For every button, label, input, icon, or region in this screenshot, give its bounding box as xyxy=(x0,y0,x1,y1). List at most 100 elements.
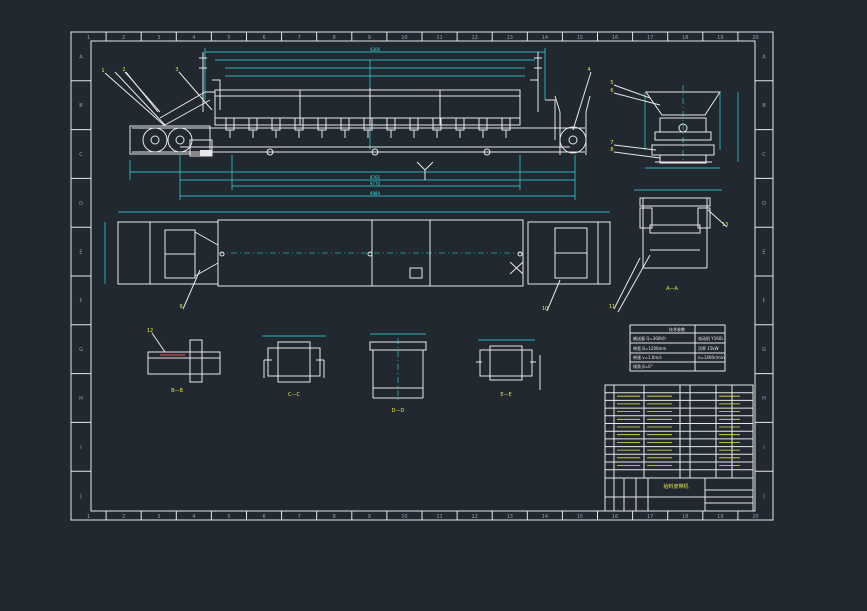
tech-row-label: 输送量 Q=300t/h xyxy=(633,335,666,341)
view-label-b-b: B—B xyxy=(171,388,183,394)
zone-col-9: 9 xyxy=(368,35,371,41)
zone-col-8: 8 xyxy=(333,35,336,41)
center-arrow-icon xyxy=(416,161,434,180)
zone-row-right-H: H xyxy=(762,396,766,402)
tech-table-title: 技术参数 xyxy=(669,326,685,332)
balloon-2: 2 xyxy=(122,67,125,73)
inner-frame xyxy=(90,40,756,512)
tech-row-value: 电动机 Y160L xyxy=(698,335,724,341)
detail-d-d: D—D xyxy=(369,333,427,414)
zone-col-bottom-11: 11 xyxy=(436,514,442,520)
zone-col-14: 14 xyxy=(542,35,548,41)
zone-col-bottom-2: 2 xyxy=(122,514,125,520)
view-label-d-d: D—D xyxy=(392,408,405,414)
balloon-8: 8 xyxy=(610,147,613,153)
zone-row-right-I: I xyxy=(763,445,764,451)
view-label-a-a: A—A xyxy=(666,286,678,292)
zone-col-bottom-17: 17 xyxy=(647,514,653,520)
balloon-3: 3 xyxy=(175,67,178,73)
zone-col-bottom-19: 19 xyxy=(717,514,723,520)
dimension-top-span: 4200 xyxy=(370,47,381,52)
zone-row-D: D xyxy=(79,201,83,207)
dimension-lower-1: 8765 xyxy=(370,175,381,180)
balloon-13: 13 xyxy=(722,222,728,228)
side-section-view xyxy=(644,85,739,169)
zone-row-E: E xyxy=(79,250,82,256)
front-elevation-view: 4200 xyxy=(114,47,591,200)
zone-row-H: H xyxy=(79,396,83,402)
zone-ticks xyxy=(71,32,773,520)
zone-row-A: A xyxy=(79,54,83,60)
balloon-5: 5 xyxy=(610,80,613,86)
zone-row-I: I xyxy=(80,445,81,451)
tech-row-label: 倾角 β=0° xyxy=(633,363,653,369)
a-a-section: A—A xyxy=(617,189,722,313)
zone-row-G: G xyxy=(79,347,83,353)
zone-col-17: 17 xyxy=(647,35,653,41)
zone-row-right-F: F xyxy=(763,298,766,304)
zone-row-right-G: G xyxy=(762,347,766,353)
zone-col-11: 11 xyxy=(436,35,442,41)
detail-e-e: E—E xyxy=(476,339,541,398)
tech-row-value: n=1460r/min xyxy=(698,355,725,360)
zone-row-right-D: D xyxy=(762,201,766,207)
zone-row-right-B: B xyxy=(762,103,766,109)
zone-col-bottom-4: 4 xyxy=(192,514,195,520)
dimension-lower-2: 9770 xyxy=(370,181,381,186)
zone-row-J: J xyxy=(79,494,81,500)
zone-col-bottom-3: 3 xyxy=(157,514,160,520)
zone-col-bottom-6: 6 xyxy=(262,514,265,520)
balloon-4: 4 xyxy=(587,67,590,73)
zone-col-1: 1 xyxy=(87,35,90,41)
balloon-6: 6 xyxy=(610,88,613,94)
zone-row-right-J: J xyxy=(762,494,764,500)
zone-row-C: C xyxy=(79,152,83,158)
zone-col-bottom-13: 13 xyxy=(507,514,513,520)
tech-row-value: 功率 15kW xyxy=(698,345,719,351)
zone-row-right-E: E xyxy=(762,250,765,256)
zone-labels: 1122334455667788991010111112121313141415… xyxy=(79,35,766,520)
zone-col-bottom-18: 18 xyxy=(682,514,688,520)
zone-col-13: 13 xyxy=(507,35,513,41)
zone-col-19: 19 xyxy=(717,35,723,41)
tech-row-label: 带宽 B=1200mm xyxy=(633,345,666,351)
zone-col-bottom-20: 20 xyxy=(752,514,758,520)
zone-col-4: 4 xyxy=(192,35,195,41)
zone-col-16: 16 xyxy=(612,35,618,41)
detail-b-b: B—B xyxy=(147,339,221,394)
zone-row-F: F xyxy=(80,298,83,304)
balloon-11: 11 xyxy=(609,304,615,310)
zone-col-bottom-7: 7 xyxy=(298,514,301,520)
zone-col-5: 5 xyxy=(227,35,230,41)
zone-col-bottom-14: 14 xyxy=(542,514,548,520)
dimension-lower-3: 9889 xyxy=(370,191,381,196)
zone-col-bottom-10: 10 xyxy=(401,514,407,520)
tech-parameter-table: 技术参数 输送量 Q=300t/h 电动机 Y160L 带宽 B=1200mm 功率 … xyxy=(629,324,726,372)
plan-view xyxy=(104,211,611,287)
view-label-e-e: E—E xyxy=(500,392,511,398)
drawing-title: 给料皮带机 xyxy=(663,483,688,490)
zone-col-bottom-15: 15 xyxy=(577,514,583,520)
tech-row-label: 带速 v=1.0m/s xyxy=(633,354,662,360)
balloon-7: 7 xyxy=(610,140,613,146)
detail-c-c: C—C xyxy=(262,335,326,398)
zone-col-7: 7 xyxy=(298,35,301,41)
title-block: 给料皮带机 xyxy=(604,384,754,512)
zone-row-right-A: A xyxy=(762,54,766,60)
zone-row-right-C: C xyxy=(762,152,766,158)
zone-col-12: 12 xyxy=(471,35,477,41)
zone-col-10: 10 xyxy=(401,35,407,41)
balloon-1: 1 xyxy=(101,68,104,74)
zone-col-20: 20 xyxy=(752,35,758,41)
zone-col-2: 2 xyxy=(122,35,125,41)
zone-col-3: 3 xyxy=(157,35,160,41)
zone-col-bottom-1: 1 xyxy=(87,514,90,520)
zone-row-B: B xyxy=(79,103,83,109)
zone-col-bottom-12: 12 xyxy=(471,514,477,520)
view-label-c-c: C—C xyxy=(288,392,300,398)
zone-col-6: 6 xyxy=(262,35,265,41)
zone-col-bottom-8: 8 xyxy=(333,514,336,520)
zone-col-18: 18 xyxy=(682,35,688,41)
